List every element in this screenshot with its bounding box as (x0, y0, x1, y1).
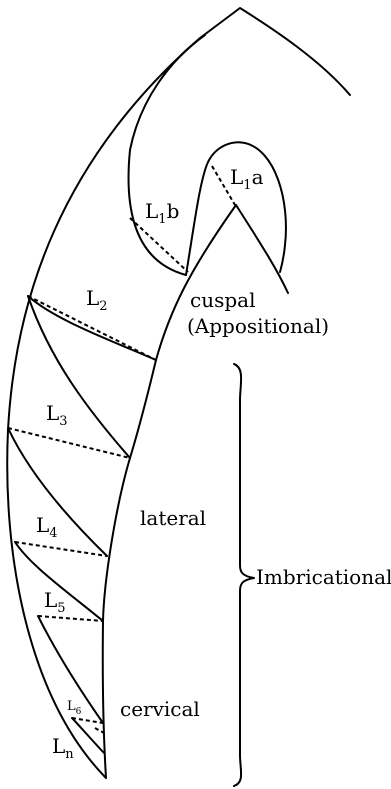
dashed-line-l4 (15, 542, 107, 556)
label-l2: L2 (86, 286, 108, 314)
label-ln: Ln (52, 734, 74, 762)
label-l4: L4 (36, 513, 58, 541)
label-l1b: L1b (145, 199, 179, 227)
label-lateral: lateral (140, 506, 206, 530)
dashed-line-l5 (38, 616, 103, 621)
label-l3: L3 (46, 401, 68, 429)
incremental-line-ln (72, 718, 104, 753)
dashed-line-ln (95, 728, 104, 733)
incremental-line-l3 (28, 296, 130, 458)
label-appositional: (Appositional) (187, 314, 329, 338)
dashed-line-l3 (8, 428, 130, 458)
label-cuspal: cuspal (190, 288, 255, 312)
incremental-line-l1b (129, 35, 205, 275)
outer-enamel-surface (7, 8, 350, 778)
label-l1a: L1a (230, 165, 264, 193)
label-imbricational: Imbricational (256, 565, 391, 589)
label-l6: L6 (67, 699, 82, 717)
label-cervical: cervical (120, 697, 200, 721)
dentine-horn-outline (186, 142, 286, 275)
imbricational-brace (234, 364, 254, 786)
label-l5: L5 (44, 588, 66, 616)
